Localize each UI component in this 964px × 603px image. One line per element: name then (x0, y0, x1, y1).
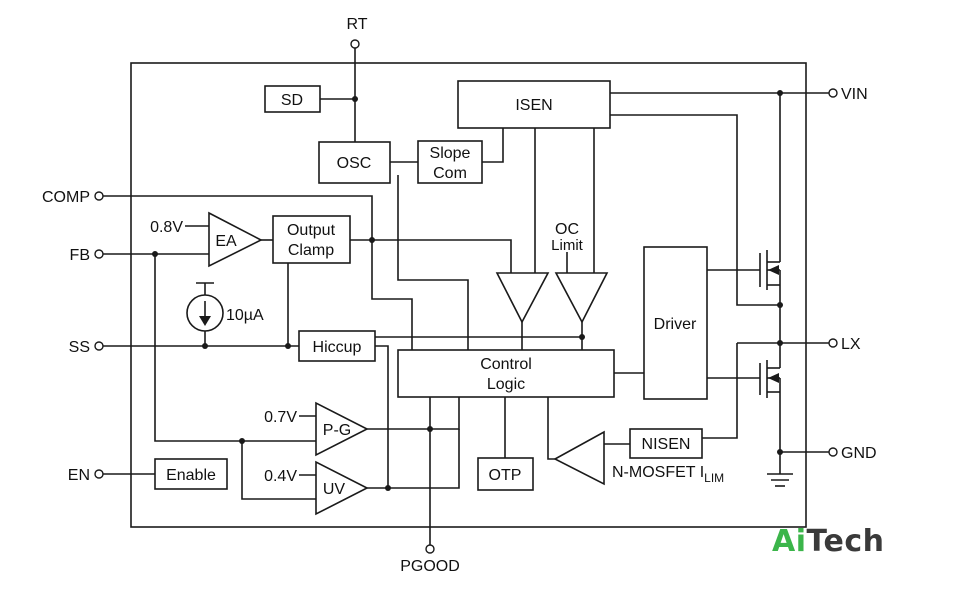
ea-label: EA (215, 233, 237, 250)
com-label: Com (433, 165, 467, 182)
junction-dots (152, 90, 783, 491)
vin-pin (828, 88, 838, 98)
en-pin-label: EN (68, 467, 90, 484)
nisen-block (629, 428, 703, 459)
ea-amplifier (208, 211, 263, 268)
comp-pin (94, 191, 104, 201)
output-clamp-block (272, 215, 351, 264)
ss-pin (94, 341, 104, 351)
sd-label: SD (281, 92, 303, 109)
pg-label: P-G (323, 422, 351, 439)
isen-block (457, 80, 611, 129)
current-source-label: 10µA (226, 307, 264, 324)
pgood-pin-label: PGOOD (400, 558, 460, 575)
limit-label: Limit (551, 237, 584, 254)
control-logic-block (397, 349, 615, 398)
sd-block (264, 85, 321, 113)
osc-block (318, 141, 391, 184)
pg-comparator (315, 401, 369, 457)
logo-part-ai: Ai (772, 524, 807, 559)
chip-outline (130, 62, 807, 528)
isen-label: ISEN (515, 97, 552, 114)
ref-uv-label: 0.4V (264, 468, 297, 485)
driver-label: Driver (654, 316, 697, 333)
lx-pin (828, 338, 838, 348)
slope-label: Slope (430, 145, 471, 162)
vin-pin-label: VIN (841, 86, 868, 103)
comp-pin-label: COMP (42, 189, 90, 206)
hs-fet-arrow-icon (768, 265, 779, 275)
slope-com-block (417, 140, 483, 184)
ls-fet-arrow-icon (768, 373, 779, 383)
pwm-comparator (495, 272, 550, 324)
uv-label: UV (323, 481, 346, 498)
gnd-pin-label: GND (841, 445, 877, 462)
aitech-logo: AiTech (772, 524, 884, 559)
rt-pin (350, 39, 360, 49)
ref-ea-label: 0.8V (150, 219, 183, 236)
logo-part-tech: Tech (806, 524, 885, 559)
osc-label: OSC (337, 155, 372, 172)
current-arrow-icon (199, 316, 211, 326)
gnd-pin (828, 447, 838, 457)
clamp-label: Clamp (288, 242, 334, 259)
otp-block (477, 457, 534, 491)
ref-pg-label: 0.7V (264, 409, 297, 426)
nmos-limit-label: N-MOSFET ILIM (612, 464, 724, 485)
fb-pin (94, 249, 104, 259)
driver-block (643, 246, 708, 400)
enable-block (154, 458, 228, 490)
hiccup-label: Hiccup (313, 339, 362, 356)
fb-pin-label: FB (70, 247, 90, 264)
rt-pin-label: RT (346, 16, 367, 33)
oc-limit-comparator (554, 272, 609, 324)
logic-label: Logic (487, 376, 525, 393)
uv-comparator (315, 460, 369, 516)
hiccup-block (298, 330, 376, 362)
control-label: Control (480, 356, 532, 373)
lx-pin-label: LX (841, 336, 861, 353)
otp-label: OTP (489, 467, 522, 484)
nmos-limit-amplifier (553, 430, 605, 486)
enable-label: Enable (166, 467, 216, 484)
ss-pin-label: SS (69, 339, 90, 356)
oc-label: OC (555, 221, 579, 238)
pgood-pin (425, 544, 435, 554)
output-label: Output (287, 222, 336, 239)
en-pin (94, 469, 104, 479)
nisen-label: NISEN (642, 436, 691, 453)
